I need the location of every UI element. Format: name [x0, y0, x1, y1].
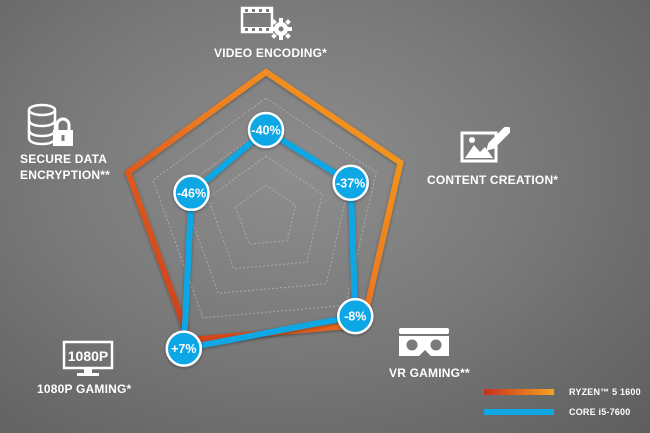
data-label-text-3: -8% [344, 310, 366, 324]
series-core-polygon [180, 127, 359, 352]
vr-headset-icon [399, 328, 449, 356]
legend-swatch-core [484, 409, 554, 415]
grid-ring-1 [235, 184, 297, 245]
legend-label-core: CORE i5-7600 [569, 407, 631, 417]
data-point-5 [173, 174, 210, 212]
data-point-3 [337, 297, 374, 335]
data-label-4: +7% [165, 330, 203, 367]
data-label-text-4: +7% [171, 342, 196, 356]
data-label-2: -37% [332, 164, 369, 202]
legend-label-ryzen: RYZEN™ 5 1600 [569, 387, 641, 397]
axis-label-1080p-gaming: 1080P GAMING* [37, 382, 132, 396]
axis-label-content-creation: CONTENT CREATION* [427, 173, 559, 187]
data-label-text-1: -40% [251, 124, 280, 138]
grid-ring-4 [152, 97, 377, 319]
grid-ring-2 [207, 155, 324, 270]
data-label-5: -46% [173, 174, 210, 212]
data-label-1: -40% [247, 111, 285, 149]
data-point-2 [332, 164, 369, 202]
film-gear-icon [240, 6, 292, 40]
data-point-4 [165, 330, 203, 367]
axis-label-secure-line2: ENCRYPTION** [20, 168, 110, 182]
data-point-1 [247, 111, 285, 149]
legend-swatch-ryzen [484, 389, 554, 395]
data-label-text-5: -46% [177, 186, 206, 200]
data-label-3: -8% [337, 297, 374, 335]
axis-label-vr-gaming: VR GAMING** [389, 366, 470, 380]
monitor-1080p-icon: 1080P [62, 340, 114, 376]
grid-ring-3 [179, 126, 350, 294]
data-label-text-2: -37% [336, 176, 365, 190]
axis-label-video-encoding: VIDEO ENCODING* [214, 46, 328, 60]
database-lock-icon [27, 103, 73, 146]
picture-pencil-icon [460, 127, 510, 163]
monitor-1080p-text: 1080P [68, 348, 108, 364]
axis-label-secure-line1: SECURE DATA [20, 152, 108, 166]
